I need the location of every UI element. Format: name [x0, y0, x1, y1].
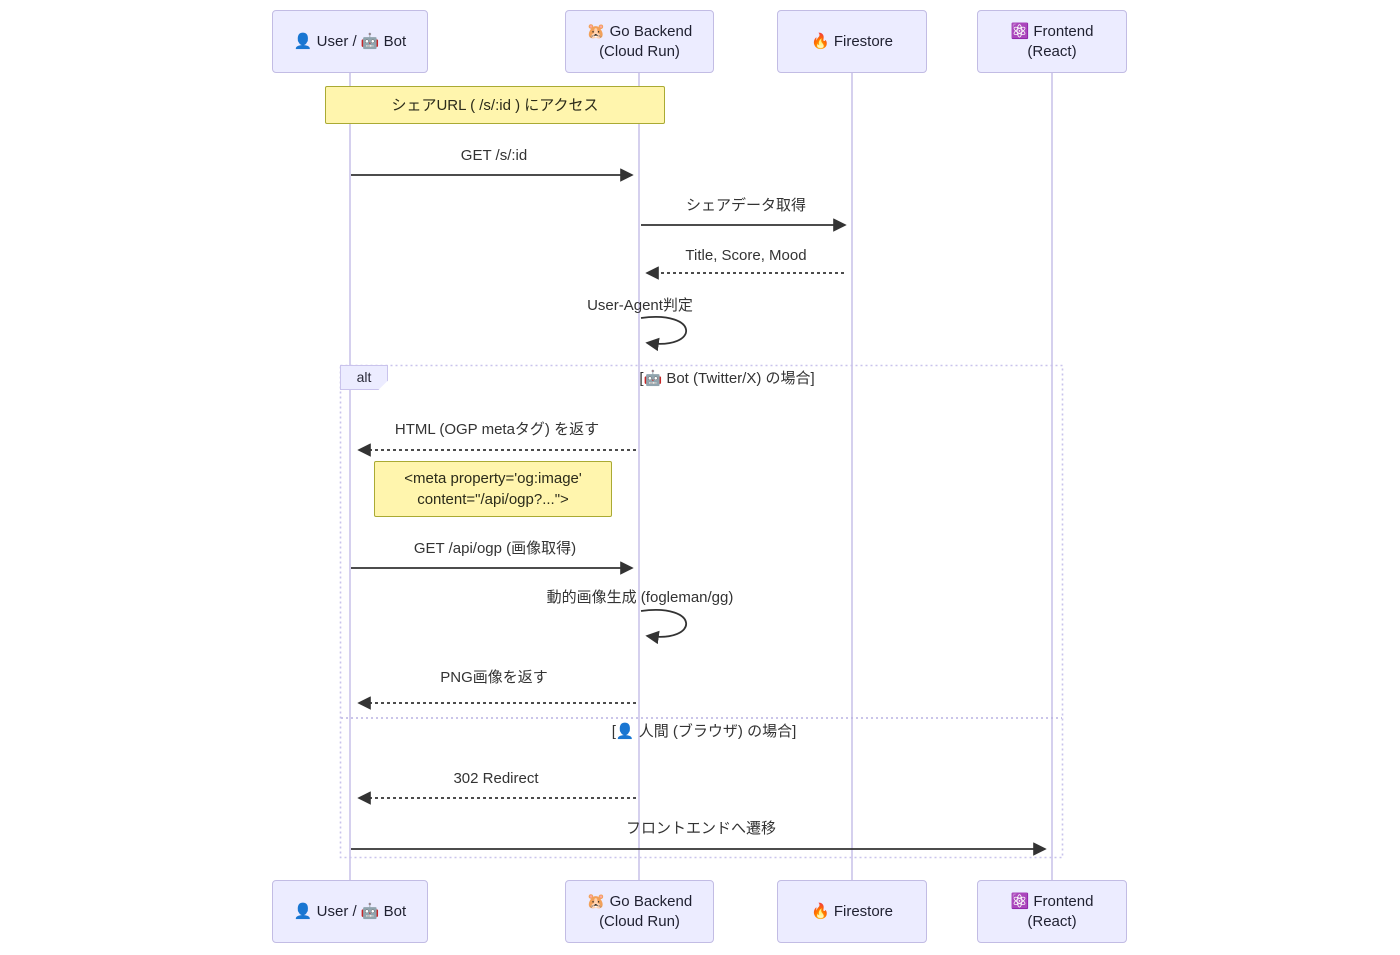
participant-user-bot-bottom: 👤 User / 🤖 Bot	[272, 880, 428, 943]
alt-frame-label: alt	[340, 365, 388, 390]
participant-firestore-top: 🔥 Firestore	[777, 10, 927, 73]
note-share-url-access: シェアURL ( /s/:id ) にアクセス	[325, 86, 665, 124]
message-return-png: PNG画像を返す	[440, 669, 548, 686]
message-navigate-frontend: フロントエンドへ遷移	[625, 820, 777, 837]
alt-frame-border	[339, 364, 1064, 859]
participant-user-bot-top: 👤 User / 🤖 Bot	[272, 10, 428, 73]
message-generate-image: 動的画像生成 (fogleman/gg)	[546, 589, 734, 606]
lifeline-frontend	[1051, 73, 1053, 880]
message-redirect: 302 Redirect	[453, 770, 539, 787]
lifeline-go-backend	[638, 73, 640, 880]
lifeline-firestore	[851, 73, 853, 880]
participant-go-backend-bottom: 🐹 Go Backend (Cloud Run)	[565, 880, 714, 943]
message-share-data-response: Title, Score, Mood	[685, 247, 807, 264]
arrow-generate-image-selfloop	[640, 609, 687, 645]
note-og-image-meta: <meta property='og:image' content="/api/…	[374, 461, 612, 517]
alt-condition-bot: [🤖 Bot (Twitter/X) の場合]	[639, 370, 815, 387]
arrow-user-agent-check-selfloop	[640, 316, 687, 352]
participant-frontend-top: ⚛️ Frontend (React)	[977, 10, 1127, 73]
alt-condition-human: [👤 人間 (ブラウザ) の場合]	[611, 723, 797, 740]
participant-firestore-bottom: 🔥 Firestore	[777, 880, 927, 943]
participant-frontend-bottom: ⚛️ Frontend (React)	[977, 880, 1127, 943]
lifeline-user-bot	[349, 73, 351, 880]
message-return-html: HTML (OGP metaタグ) を返す	[394, 421, 600, 438]
message-get-ogp: GET /api/ogp (画像取得)	[413, 540, 577, 557]
message-fetch-share-data: シェアデータ取得	[685, 197, 807, 214]
message-get-share: GET /s/:id	[460, 147, 528, 164]
message-user-agent-check: User-Agent判定	[587, 297, 693, 314]
participant-go-backend-top: 🐹 Go Backend (Cloud Run)	[565, 10, 714, 73]
